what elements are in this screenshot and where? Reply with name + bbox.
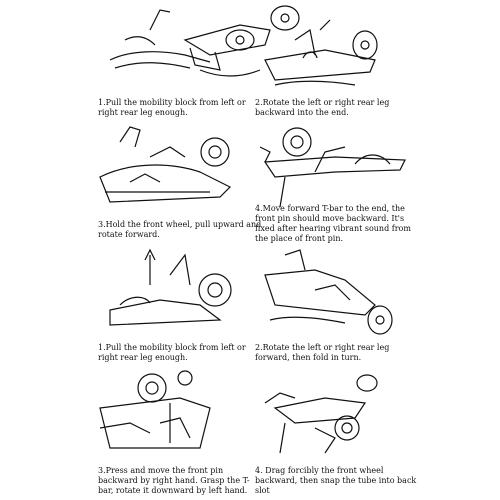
step-caption: 3.Press and move the front pin backward … — [98, 466, 250, 495]
step-caption: 1.Pull the mobility block from left or r… — [98, 343, 246, 362]
illustration-press-front-pin — [90, 368, 330, 463]
illustration-rotate-rear-leg — [255, 0, 495, 95]
step-panel-3: 3.Hold the front wheel, pull upward and … — [90, 122, 330, 242]
step-caption: 1.Pull the mobility block from left or r… — [98, 98, 246, 117]
illustration-move-t-bar — [255, 122, 495, 217]
step-panel-5: 1.Pull the mobility block from left or r… — [90, 245, 330, 365]
step-panel-2: 2.Rotate the left or right rear leg back… — [255, 0, 495, 120]
illustration-hold-front-wheel — [90, 122, 330, 217]
step-panel-7: 3.Press and move the front pin backward … — [90, 368, 330, 495]
illustration-drag-front-wheel — [255, 368, 495, 463]
illustration-rotate-leg-forward — [255, 245, 495, 340]
step-caption: 2.Rotate the left or right rear leg forw… — [255, 343, 390, 362]
step-caption: 4.Move forward T-bar to the end, the fro… — [255, 204, 411, 243]
step-panel-4: 4.Move forward T-bar to the end, the fro… — [255, 122, 495, 243]
step-caption: 4. Drag forcibly the front wheel backwar… — [255, 466, 417, 495]
step-panel-8: 4. Drag forcibly the front wheel backwar… — [255, 368, 495, 495]
step-panel-6: 2.Rotate the left or right rear leg forw… — [255, 245, 495, 365]
illustration-pull-block-up — [90, 245, 330, 340]
step-caption: 3.Hold the front wheel, pull upward and … — [98, 220, 262, 239]
step-panel-1: 1.Pull the mobility block from left or r… — [90, 0, 330, 120]
step-caption: 2.Rotate the left or right rear leg back… — [255, 98, 390, 117]
illustration-hand-pull-block — [90, 0, 330, 95]
